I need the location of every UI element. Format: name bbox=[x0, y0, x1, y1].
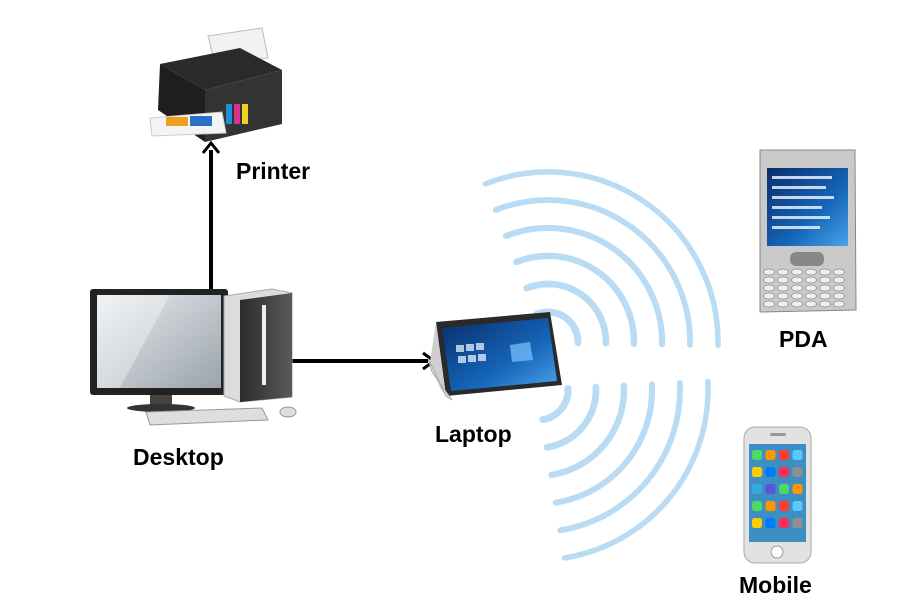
pda-label: PDA bbox=[779, 326, 828, 352]
wave-arc bbox=[548, 382, 628, 479]
desktop-computer-icon bbox=[90, 288, 297, 426]
wave-arc bbox=[552, 381, 656, 506]
wave-arc bbox=[561, 378, 711, 561]
laptop-icon bbox=[427, 312, 562, 401]
desktop-label: Desktop bbox=[133, 444, 224, 470]
arrow-desktop-to-printer bbox=[201, 140, 221, 292]
wave-arc bbox=[557, 380, 683, 534]
wave-arc bbox=[492, 197, 693, 348]
mobile-label: Mobile bbox=[739, 572, 812, 598]
wave-arc bbox=[513, 252, 638, 347]
printer-label: Printer bbox=[236, 158, 311, 184]
pda-icon bbox=[759, 149, 857, 313]
wave-arc bbox=[523, 280, 610, 347]
laptop-label: Laptop bbox=[435, 421, 512, 447]
wave-arc bbox=[533, 308, 582, 347]
arrow-desktop-to-laptop bbox=[292, 351, 437, 371]
wave-arc bbox=[543, 383, 600, 451]
wireless-waves-to-pda bbox=[482, 169, 721, 349]
printer-icon bbox=[149, 27, 282, 142]
wireless-waves-to-mobile bbox=[539, 378, 711, 561]
wave-arc bbox=[502, 224, 666, 348]
smartphone-icon bbox=[743, 426, 812, 564]
wave-arc bbox=[482, 169, 721, 349]
wave-arc bbox=[539, 385, 572, 424]
